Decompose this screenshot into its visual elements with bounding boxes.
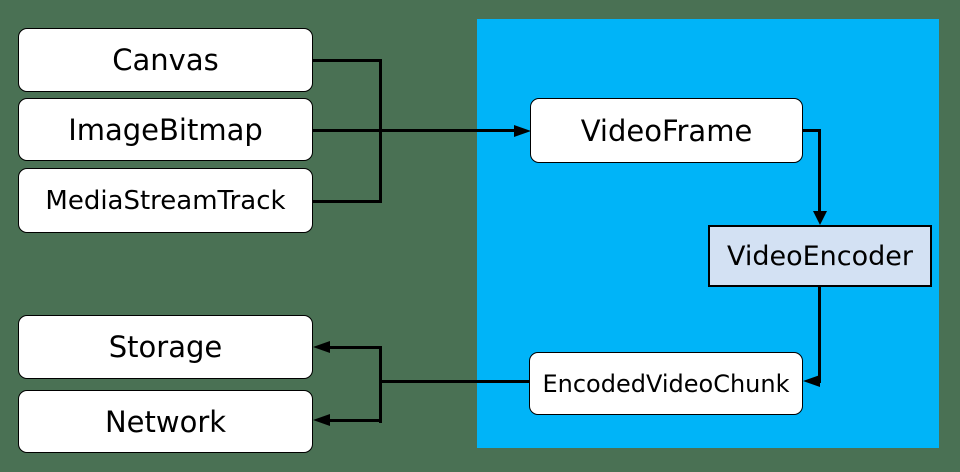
arrowhead-into-encodedvideochunk-icon [803,375,820,387]
edge-canvas-to-trunk [313,59,381,62]
node-imagebitmap: ImageBitmap [18,98,313,161]
edge-to-network [329,419,380,422]
edge-sources-trunk [379,59,382,203]
arrowhead-into-videoencoder-icon [813,211,827,225]
arrowhead-into-videoframe-icon [514,125,531,137]
edge-encodedvideochunk-out [379,380,529,383]
node-canvas: Canvas [18,28,313,92]
arrowhead-into-storage-icon [313,341,330,353]
edge-videoencoder-down [818,287,821,382]
edge-sinks-trunk [379,346,382,423]
arrowhead-into-network-icon [313,414,330,426]
node-videoframe: VideoFrame [530,98,803,163]
edge-imagebitmap-to-videoframe [313,129,514,132]
edge-to-storage [329,346,380,349]
edge-videoframe-to-videoencoder [818,129,821,213]
node-storage: Storage [18,315,313,379]
node-network: Network [18,390,313,453]
node-mediastreamtrack: MediaStreamTrack [18,168,313,233]
edge-mediastreamtrack-to-trunk [313,200,381,203]
node-videoencoder: VideoEncoder [708,225,932,287]
node-encodedvideochunk: EncodedVideoChunk [529,352,803,415]
edge-videoframe-out [803,129,821,132]
